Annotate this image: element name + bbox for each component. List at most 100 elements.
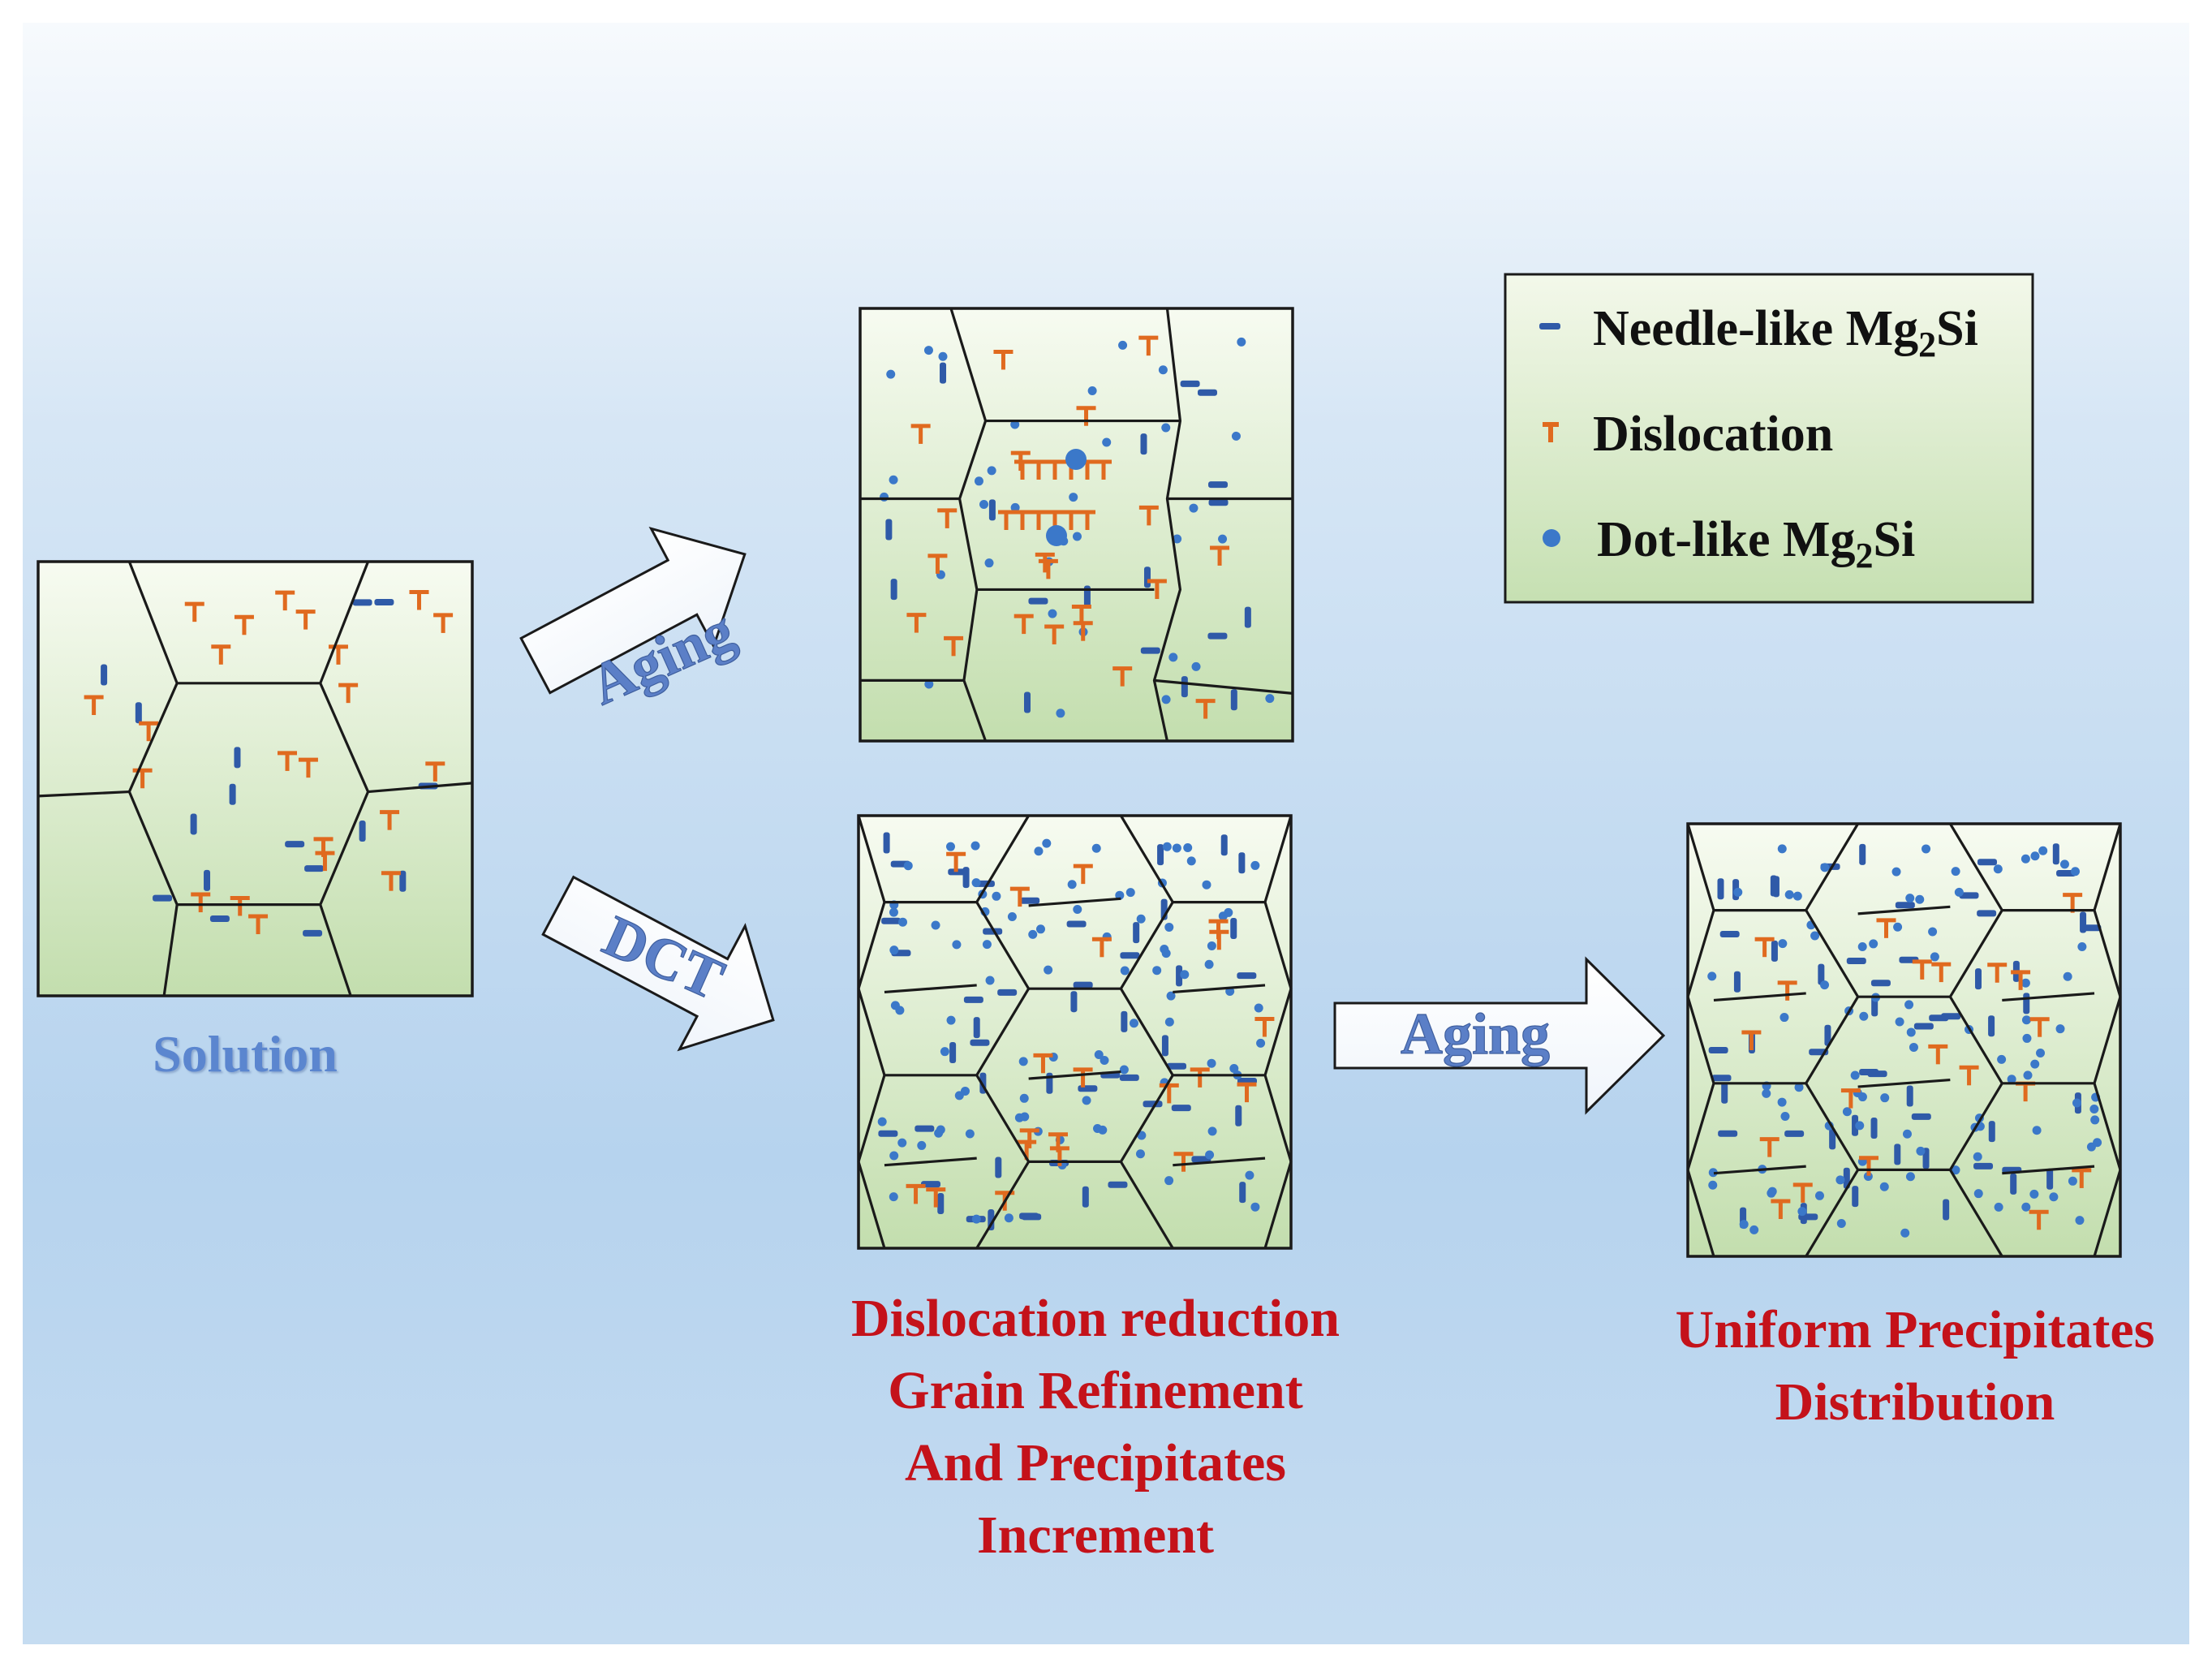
dot-precipitate (1245, 1170, 1254, 1180)
needle-precipitate (1140, 647, 1160, 654)
dot-precipitate (1087, 386, 1097, 395)
grain-boundary (368, 782, 473, 794)
dislocation-symbol (2029, 1017, 2050, 1037)
dot-precipitate (2093, 1138, 2102, 1148)
needle-precipitate (2046, 1168, 2054, 1190)
dislocation-symbol (433, 613, 454, 633)
dislocation-symbol (1190, 1067, 1210, 1088)
needle-legend-label: Needle-like Mg2Si (1593, 301, 1978, 364)
dislocation-symbol (926, 1187, 946, 1208)
needle-precipitate (2010, 1173, 2017, 1195)
dot-precipitate (1020, 1112, 1030, 1122)
dot-precipitate (1218, 534, 1228, 544)
dot-precipitate (898, 917, 908, 927)
dislocation-symbol (84, 695, 104, 716)
grain-boundary (1857, 1078, 1951, 1088)
final-caption-line: Uniform Precipitates (1675, 1300, 2155, 1359)
needle-precipitate (1977, 910, 1997, 917)
final-caption-line: Distribution (1775, 1372, 2055, 1432)
dot-precipitate (1778, 939, 1788, 949)
dot-precipitate (1915, 894, 1925, 904)
needle-precipitate (1818, 963, 1825, 985)
dislocation-symbol (946, 851, 966, 872)
needle-precipitate (1711, 1075, 1732, 1082)
dct-caption: Dislocation reduction Grain Refinement A… (811, 1282, 1379, 1571)
needle-precipitate (1181, 676, 1188, 698)
dislocation-symbol (2072, 1168, 2092, 1188)
dislocation-symbol (425, 761, 445, 782)
dot-precipitate (2090, 1115, 2100, 1125)
dislocation-symbol (1147, 579, 1167, 600)
dot-precipitate (1928, 927, 1938, 937)
dislocation-pileup (1063, 510, 1079, 530)
needle-precipitate (1120, 952, 1140, 959)
panel-frame (857, 814, 1293, 1250)
needle-precipitate (878, 1130, 898, 1137)
grain-boundary (1713, 1165, 1806, 1175)
dot-precipitate (1072, 532, 1082, 541)
dot-precipitate (2023, 1070, 2033, 1080)
needle-precipitate (1977, 859, 1997, 866)
dot-precipitate (1835, 1175, 1845, 1185)
dot-precipitate (1224, 907, 1233, 917)
dot-precipitate (1191, 661, 1201, 671)
dot-precipitate (934, 1128, 944, 1138)
dot-precipitate (1842, 1107, 1852, 1117)
dot-precipitate (1010, 420, 1020, 429)
needle-precipitate (1906, 1085, 1913, 1107)
dot-precipitate (940, 1047, 949, 1057)
needle-precipitate (1975, 968, 1982, 990)
dislocation-symbol (1138, 335, 1159, 356)
dot-precipitate (1922, 844, 1931, 854)
dislocation-symbol (380, 810, 400, 830)
dot-precipitate (1091, 843, 1101, 853)
dot-precipitate (1708, 1168, 1718, 1178)
aging-arrow-top: Aging (519, 526, 747, 718)
dot-precipitate (1857, 941, 1867, 951)
dot-precipitate (992, 891, 1001, 901)
dislocation-symbol (1777, 980, 1797, 1001)
dot-precipitate (2068, 1176, 2077, 1186)
dot-precipitate (987, 466, 996, 476)
dot-precipitate (2059, 859, 2069, 869)
grain-boundary (1173, 984, 1266, 994)
dot-precipitate (2055, 1024, 2065, 1034)
needle-precipitate (914, 1125, 935, 1132)
needle-precipitate (1770, 875, 1777, 897)
dot-precipitate (2021, 1015, 2031, 1025)
dot-precipitate (1254, 1003, 1263, 1013)
needle-precipitate (883, 832, 890, 854)
dot-precipitate (1891, 867, 1901, 877)
dot-precipitate (952, 940, 962, 950)
grain-background (860, 308, 1293, 741)
dislocation-symbol (993, 349, 1013, 370)
dislocation-legend-label: Dislocation (1593, 407, 1833, 462)
dislocation-symbol (248, 914, 269, 935)
needle-precipitate (1070, 991, 1078, 1013)
dot-precipitate (985, 976, 995, 985)
dot-precipitate (2020, 854, 2030, 864)
dislocation-pileup (1095, 459, 1112, 480)
needle-precipitate (153, 894, 173, 902)
dislocation-symbol (1091, 937, 1112, 958)
dislocation-symbol (295, 610, 316, 630)
dot-precipitate (1250, 860, 1260, 870)
needle-precipitate (949, 1041, 957, 1063)
dot-precipitate (1973, 1152, 1982, 1161)
needle-precipitate (1988, 1015, 1995, 1037)
dot-precipitate (1010, 502, 1020, 512)
needle-precipitate (1852, 1186, 1859, 1208)
needle-precipitate (1078, 1085, 1098, 1092)
grain-boundary (1154, 678, 1293, 695)
dislocation-symbol (211, 644, 231, 665)
needle-precipitate (1208, 499, 1229, 506)
grain-boundary (884, 1157, 977, 1167)
dislocation-symbol (1771, 1199, 1791, 1219)
dot-precipitate (1172, 843, 1181, 853)
dislocation-symbol (910, 424, 931, 444)
needle-precipitate (1988, 1121, 1995, 1143)
dislocation-symbol (1173, 1152, 1194, 1172)
dot-precipitate (1183, 842, 1193, 852)
dot-precipitate (2089, 1105, 2099, 1114)
dot-precipitate (1250, 1202, 1260, 1212)
